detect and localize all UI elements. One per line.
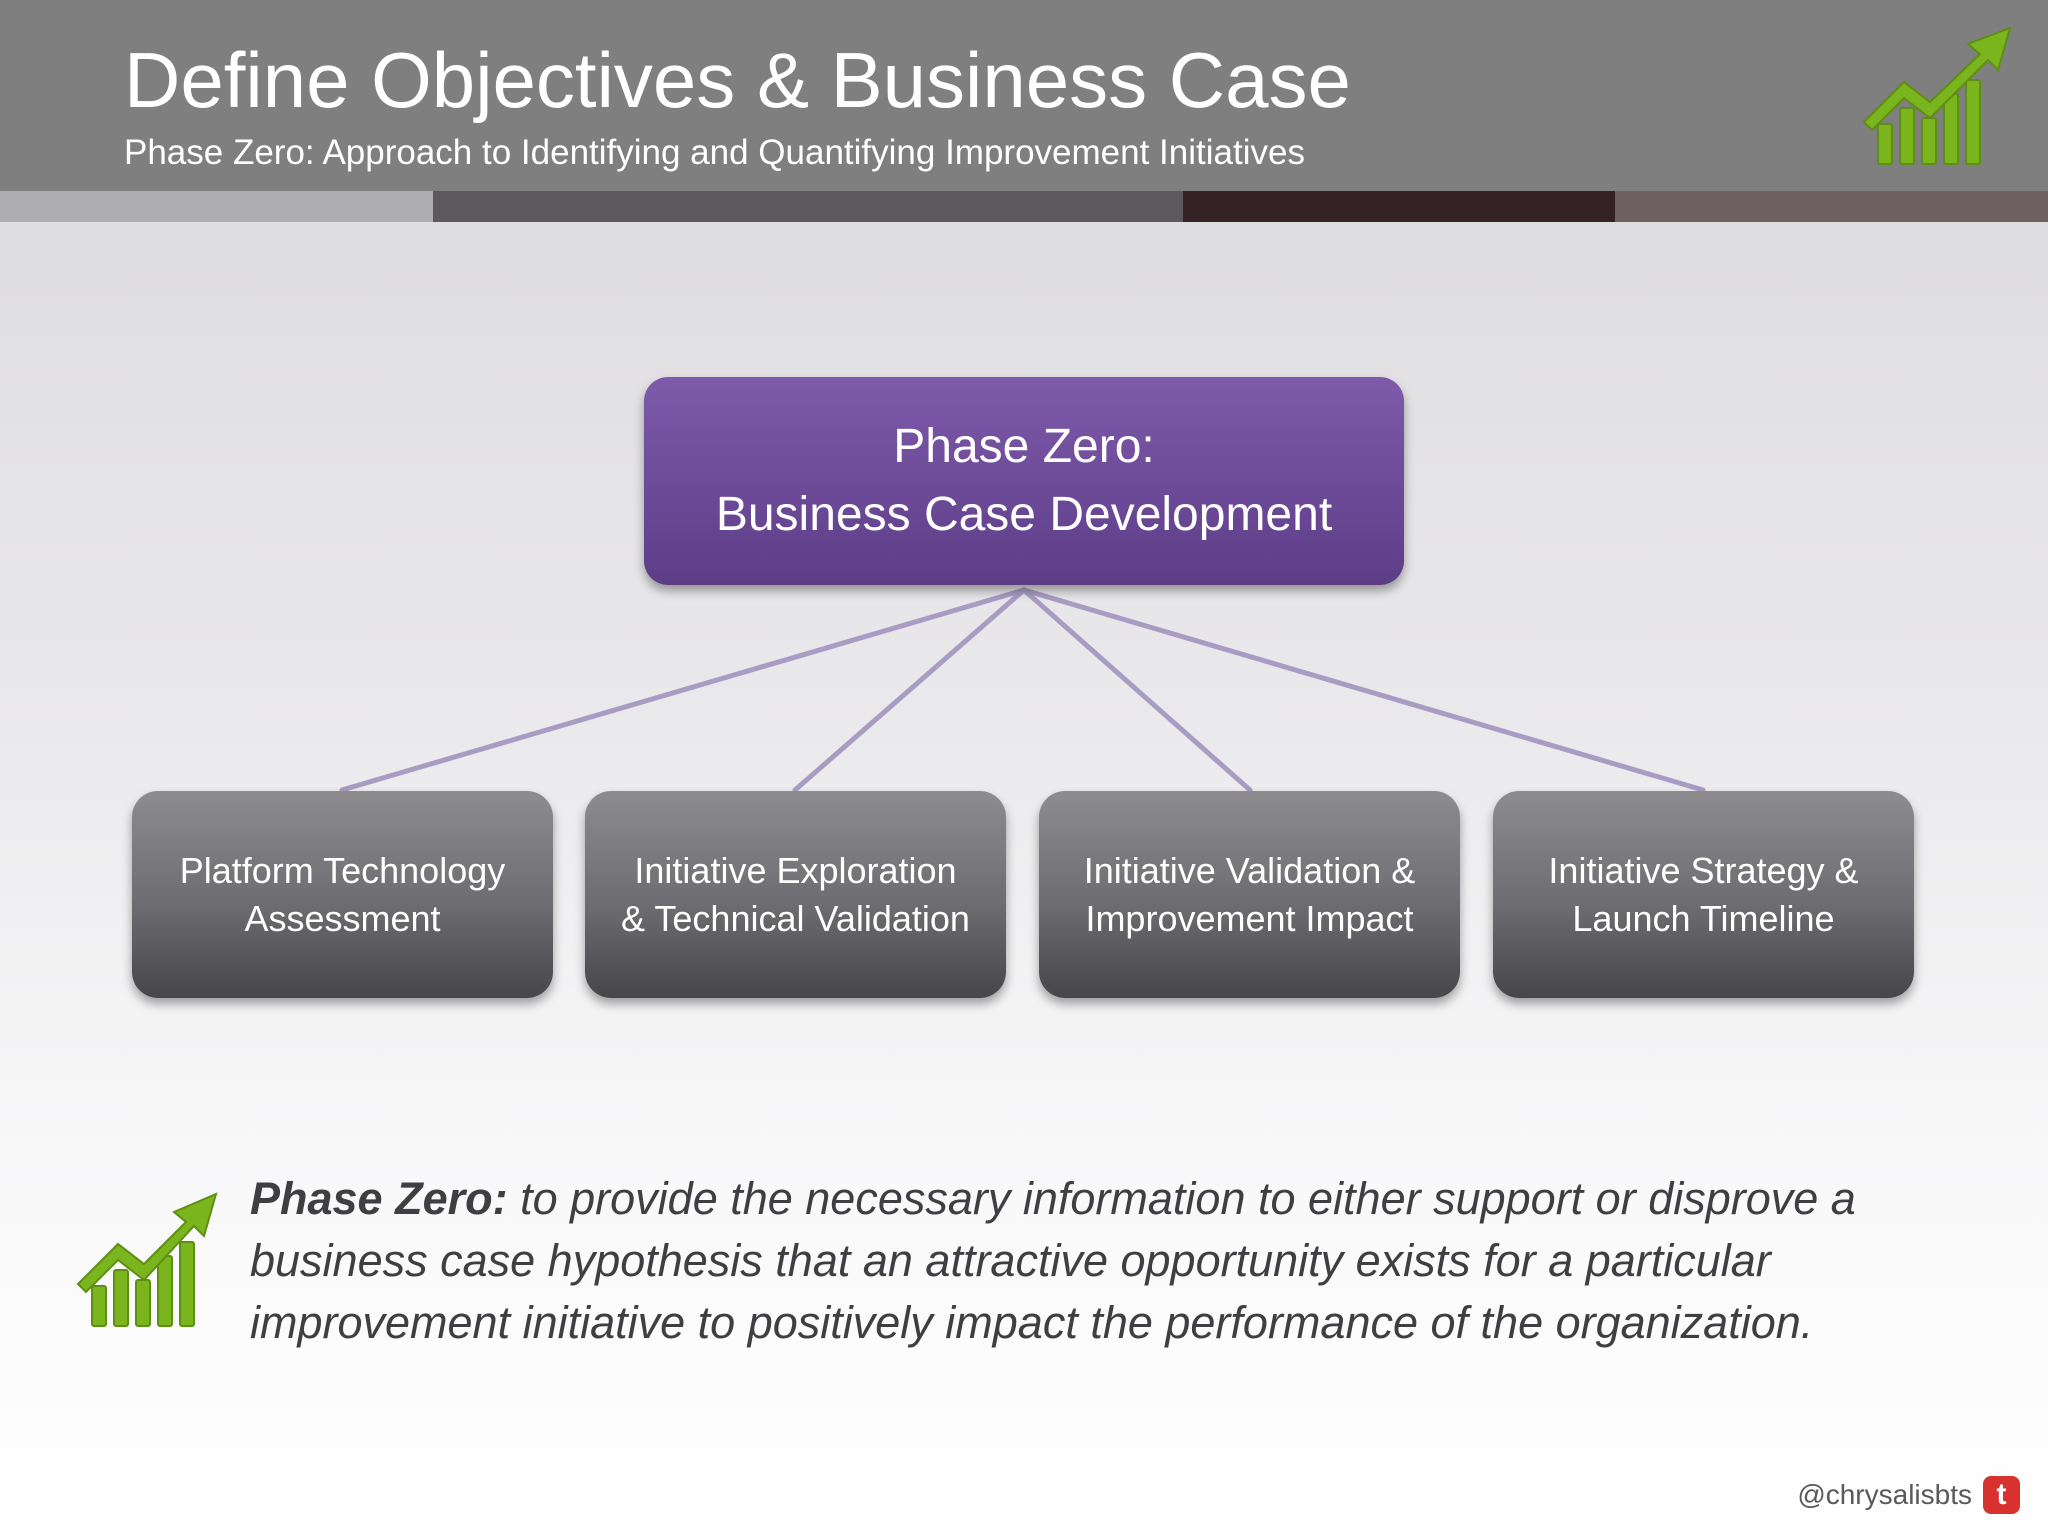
connector-line [339, 587, 1027, 793]
root-node-label-line1: Phase Zero: [893, 420, 1155, 473]
header-stripe [0, 191, 433, 222]
connector-line [1021, 587, 1253, 793]
root-node: Phase Zero: Business Case Development [644, 377, 1404, 585]
phase-zero-definition: Phase Zero: to provide the necessary inf… [250, 1168, 1970, 1354]
connector-line [792, 587, 1027, 793]
twitter-icon[interactable]: t [1983, 1476, 2020, 1514]
child-node-label: Improvement Impact [1085, 897, 1414, 939]
page-title: Define Objectives & Business Case [124, 36, 1351, 124]
header-bar: Define Objectives & Business Case Phase … [0, 0, 2048, 191]
child-node-label: Assessment [244, 897, 441, 939]
twitter-handle[interactable]: @chrysalisbts [1797, 1479, 1972, 1510]
child-node-label: Platform Technology [179, 849, 506, 891]
definition-term: Phase Zero: [250, 1173, 508, 1224]
child-node-initiative-exploration: Initiative Exploration & Technical Valid… [585, 791, 1006, 998]
child-node-platform-assessment: Platform Technology Assessment [132, 791, 553, 998]
child-node-initiative-strategy: Initiative Strategy & Launch Timeline [1493, 791, 1914, 998]
growth-chart-icon [1862, 26, 2012, 165]
connector-line [1021, 587, 1706, 793]
growth-chart-icon [76, 1192, 218, 1327]
child-node-label: Launch Timeline [1572, 897, 1835, 939]
child-node-label: & Technical Validation [621, 897, 970, 939]
root-node-label-line2: Business Case Development [715, 488, 1333, 541]
child-node-label: Initiative Validation & [1083, 849, 1416, 891]
page-subtitle: Phase Zero: Approach to Identifying and … [124, 133, 1305, 172]
child-node-label: Initiative Exploration [634, 849, 957, 891]
header-stripe [1615, 191, 2048, 222]
header-stripe [433, 191, 1183, 222]
child-node-initiative-validation: Initiative Validation & Improvement Impa… [1039, 791, 1460, 998]
header-stripe [1183, 191, 1615, 222]
definition-text: to provide the necessary information to … [250, 1173, 1856, 1348]
child-node-label: Initiative Strategy & [1548, 849, 1859, 891]
